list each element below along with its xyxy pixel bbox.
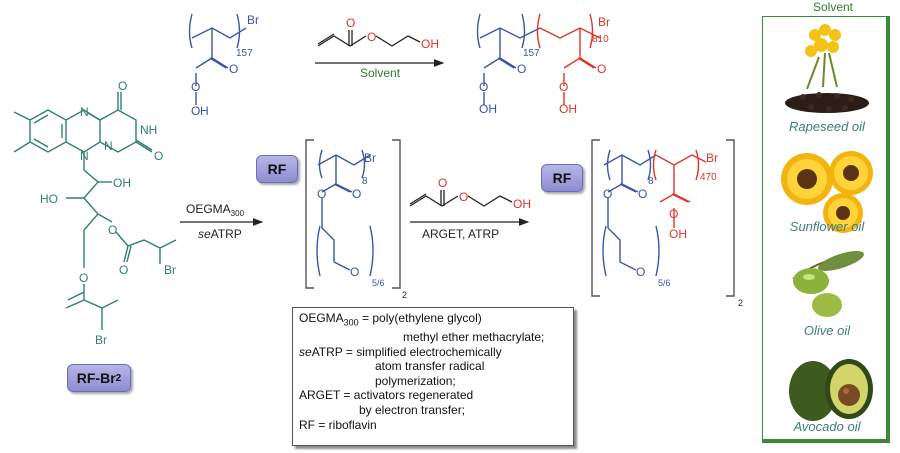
- arrow1-oegma-text: OEGMA: [186, 202, 231, 216]
- legend-line-seatrp-cont1: atom transfer radical: [375, 359, 485, 374]
- final-n8: 8: [648, 176, 654, 187]
- rf-badge-macroinitiator: RF: [256, 155, 298, 183]
- final-o1: O: [638, 187, 647, 201]
- solvent-panel: Rapeseed oil Sunflower oil Olive oil Avo…: [762, 16, 890, 443]
- legend-line-oegma: OEGMA300 = poly(ethylene glycol): [299, 311, 567, 330]
- oil-label-avocado: Avocado oil: [793, 419, 861, 434]
- oil-label-rapeseed: Rapeseed oil: [789, 119, 865, 134]
- rf-ho: HO: [40, 192, 58, 206]
- arrow2-monomer-oh: OH: [513, 197, 531, 211]
- rf-badge-macro-label: RF: [267, 161, 287, 177]
- arrow1-seatrp-suffix: ATRP: [211, 227, 242, 241]
- top-start-o1: O: [229, 62, 238, 76]
- legend-seatrp-prefix: se: [299, 344, 312, 359]
- macro-n2: 2: [402, 290, 407, 300]
- macro-n56: 5/6: [372, 278, 385, 288]
- legend-line-rf: RF = riboflavin: [299, 417, 377, 432]
- legend-line-seatrp: seATRP = simplified electrochemically: [299, 345, 567, 360]
- final-product: [591, 139, 735, 297]
- legend-line-arget-cont: by electron transfer;: [359, 402, 466, 417]
- top-product-o2: O: [479, 80, 488, 94]
- top-start-o2: O: [191, 80, 200, 94]
- top-product-br: Br: [598, 15, 610, 29]
- macro-n8: 8: [362, 176, 368, 187]
- final-br: Br: [706, 151, 718, 165]
- rf-br-1: Br: [164, 263, 176, 277]
- macro-o1: O: [352, 187, 361, 201]
- rf-br2-structure: [13, 92, 177, 330]
- legend-line-oegma-cont: methyl ether methacrylate;: [403, 329, 545, 344]
- oil-label-olive: Olive oil: [803, 323, 851, 338]
- rf-n1: N: [80, 105, 89, 119]
- legend-oegma-term: OEGMA: [299, 311, 344, 325]
- rapeseed-icon: [785, 24, 869, 113]
- legend-line-seatrp-cont2: polymerization;: [375, 373, 456, 388]
- top-product-o3: O: [597, 62, 606, 76]
- top-monomer: [317, 30, 421, 47]
- top-solvent-label: Solvent: [360, 66, 401, 80]
- arrow1-seatrp-prefix: se: [198, 227, 211, 241]
- rf-br2-sub: 2: [115, 372, 122, 384]
- top-start-o3: O: [191, 104, 200, 118]
- rf-o-top: O: [118, 79, 127, 93]
- legend-oegma-sub: 300: [343, 317, 359, 328]
- rf-oh: OH: [113, 176, 131, 190]
- macro-o2: O: [317, 187, 326, 201]
- rf-n2: N: [80, 149, 89, 163]
- arrow1-oegma-sub: 300: [231, 209, 245, 218]
- solvent-panel-title: Solvent: [812, 0, 854, 14]
- legend-seatrp-def: ATRP = simplified electrochemically: [311, 344, 502, 359]
- macro-o3: O: [350, 265, 359, 279]
- top-monomer-oh: OH: [421, 37, 439, 51]
- top-monomer-o1: O: [346, 16, 355, 30]
- arrow2-monomer: [409, 190, 513, 207]
- legend-oegma-def: = poly(ethylene glycol): [358, 311, 482, 325]
- avocado-icon: [789, 359, 873, 421]
- arrow2-monomer-o2: O: [459, 190, 468, 204]
- final-o3: O: [636, 265, 645, 279]
- arrow1-seatrp: seATRP: [198, 227, 242, 241]
- final-n470: 470: [700, 172, 717, 183]
- top-start-h: H: [200, 104, 209, 118]
- top-start-br: Br: [247, 13, 259, 27]
- final-oh: OH: [669, 227, 687, 241]
- top-product-o4: O: [559, 80, 568, 94]
- rf-o-ether: O: [79, 271, 88, 285]
- top-product-n157: 157: [523, 48, 540, 59]
- rf-badge-product-label: RF: [552, 170, 572, 186]
- top-monomer-o2: O: [367, 30, 376, 44]
- rf-n3: N: [104, 139, 113, 153]
- rf-br2-main: RF-Br: [76, 370, 116, 386]
- sunflower-icon: [781, 151, 873, 233]
- top-product-n810: 810: [592, 34, 609, 45]
- rf-badge-product: RF: [541, 164, 583, 192]
- top-starting-polymer: [188, 13, 247, 105]
- rf-o-right: O: [154, 149, 163, 163]
- arrow2-arget-label: ARGET, ATRP: [422, 227, 499, 241]
- legend-line-arget: ARGET = activators regenerated: [299, 388, 474, 403]
- arrow2-monomer-o1: O: [438, 176, 447, 190]
- abbreviation-legend: OEGMA300 = poly(ethylene glycol) methyl …: [292, 307, 574, 446]
- top-product: [476, 13, 601, 105]
- rf-o-ester: O: [108, 223, 117, 237]
- oil-label-sunflower: Sunflower oil: [789, 219, 865, 234]
- macro-br: Br: [364, 151, 376, 165]
- rf-nh: NH: [140, 123, 157, 137]
- arrow1-oegma: OEGMA300: [186, 202, 245, 218]
- top-start-n157: 157: [236, 48, 253, 59]
- macroinitiator: [305, 139, 401, 289]
- top-product-oh1: OH: [479, 102, 497, 116]
- final-o2: O: [603, 187, 612, 201]
- top-product-o1: O: [517, 62, 526, 76]
- rf-o-carbonyl: O: [119, 263, 128, 277]
- top-product-oh2: OH: [559, 102, 577, 116]
- final-n56: 5/6: [658, 278, 671, 288]
- olive-icon: [792, 251, 864, 317]
- final-n2: 2: [738, 298, 743, 308]
- final-o4: O: [669, 207, 678, 221]
- rf-br-2: Br: [95, 333, 107, 347]
